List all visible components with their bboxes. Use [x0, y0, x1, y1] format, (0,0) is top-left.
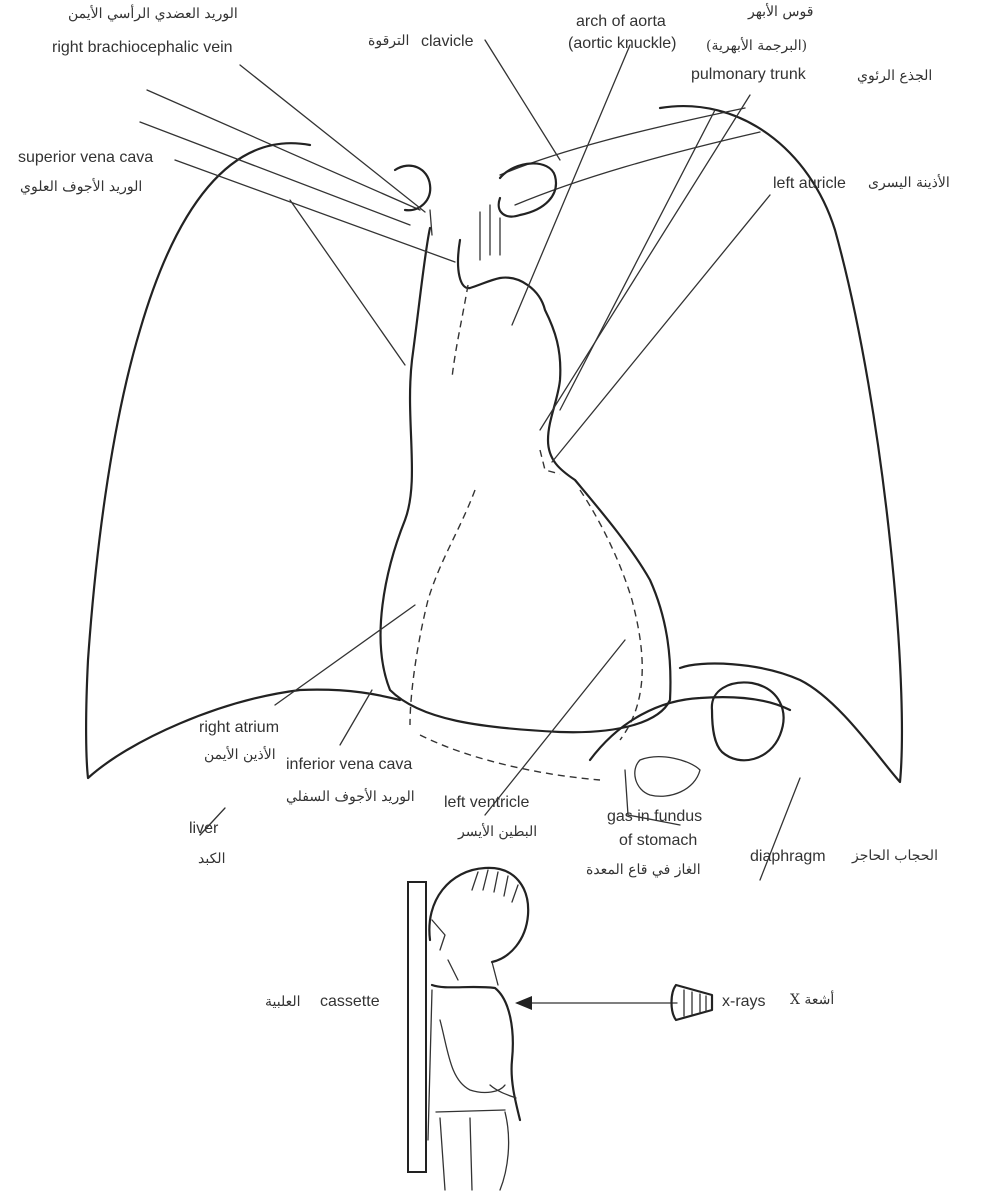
label-aortic-arch-ar-2: (البرجمة الأبهرية) [706, 38, 807, 54]
leader-brachiocephalic [240, 65, 425, 212]
left-brachiocephalic-vessels [500, 108, 760, 205]
leader-svc [175, 160, 455, 262]
right-atrium-dashed-border [452, 285, 468, 378]
label-svc-en: superior vena cava [18, 149, 153, 167]
label-xrays-en: x-rays [722, 993, 766, 1011]
patient-figure [408, 868, 528, 1190]
leader-aortic-arch [512, 45, 630, 325]
label-gas-en-2: of stomach [619, 832, 697, 850]
label-clavicle-ar: الترقوة [368, 33, 409, 49]
label-gas-ar: الغاز في قاع المعدة [586, 862, 701, 878]
label-right-atrium-ar: الأذين الأيمن [204, 747, 276, 763]
label-left-auricle-ar: الأذينة اليسرى [868, 175, 950, 191]
leader-pulmonary-trunk [540, 95, 750, 430]
xray-arrowhead [515, 996, 532, 1010]
label-clavicle-en: clavicle [421, 33, 473, 51]
label-ivc-ar: الوريد الأجوف السفلي [286, 789, 415, 805]
label-pulmonary-trunk-ar: الجذع الرئوي [857, 68, 932, 84]
label-aortic-arch-ar-1: قوس الأبهر [748, 4, 813, 20]
label-gas-en-1: gas in fundus [607, 808, 702, 826]
cassette-board [408, 882, 426, 1172]
aortic-vessel-stubs [480, 205, 500, 260]
face-line [432, 920, 445, 950]
label-svc-ar: الوريد الأجوف العلوي [20, 179, 142, 195]
belt-line [436, 1110, 505, 1112]
left-ventricle-dashed-border [580, 490, 642, 740]
label-pulmonary-trunk-en: pulmonary trunk [691, 66, 806, 84]
label-aortic-arch-en-1: arch of aorta [576, 13, 666, 31]
left-lung-outline [660, 106, 902, 782]
diaphragm-curve-left [590, 697, 790, 760]
label-liver-ar: الكبد [198, 851, 225, 867]
heart-silhouette [381, 228, 671, 732]
back-line [428, 990, 432, 1140]
label-cassette-ar: العلبية [265, 994, 301, 1010]
interventricular-dashed-border [410, 490, 475, 725]
label-diaphragm-en: diaphragm [750, 848, 826, 866]
label-left-ventricle-en: left ventricle [444, 794, 529, 812]
leader-left-auricle [552, 195, 770, 462]
left-clavicle [499, 163, 556, 216]
label-brachiocephalic-en: right brachiocephalic vein [52, 39, 233, 57]
arm-outline [440, 1020, 505, 1092]
leader-clavicle [485, 40, 560, 160]
label-right-atrium-en: right atrium [199, 719, 279, 737]
label-xrays-ar: أشعة X [790, 992, 834, 1008]
right-lung-outline [86, 143, 400, 778]
label-left-auricle-en: left auricle [773, 175, 846, 193]
head-outline [429, 868, 528, 962]
label-left-ventricle-ar: البطين الأيسر [458, 824, 537, 840]
label-liver-en: liver [189, 820, 218, 838]
leader-svc-2 [290, 200, 405, 365]
label-brachiocephalic-ar: الوريد العضدي الرأسي الأيمن [68, 6, 238, 22]
right-brachiocephalic-vein [140, 90, 420, 225]
label-diaphragm-ar: الحجاب الحاجز [852, 848, 938, 864]
stomach-outline [635, 757, 700, 797]
torso-outline [432, 985, 520, 1120]
stomach-gas-bubble [712, 682, 784, 760]
label-ivc-en: inferior vena cava [286, 756, 412, 774]
right-clavicle [395, 166, 430, 211]
label-aortic-arch-en-2: (aortic knuckle) [568, 35, 676, 53]
leader-ivc [340, 690, 372, 745]
label-cassette-en: cassette [320, 993, 380, 1011]
neck-line [448, 960, 498, 985]
legs-outline [440, 1112, 509, 1190]
diaphragm-dashed-line [420, 735, 600, 780]
